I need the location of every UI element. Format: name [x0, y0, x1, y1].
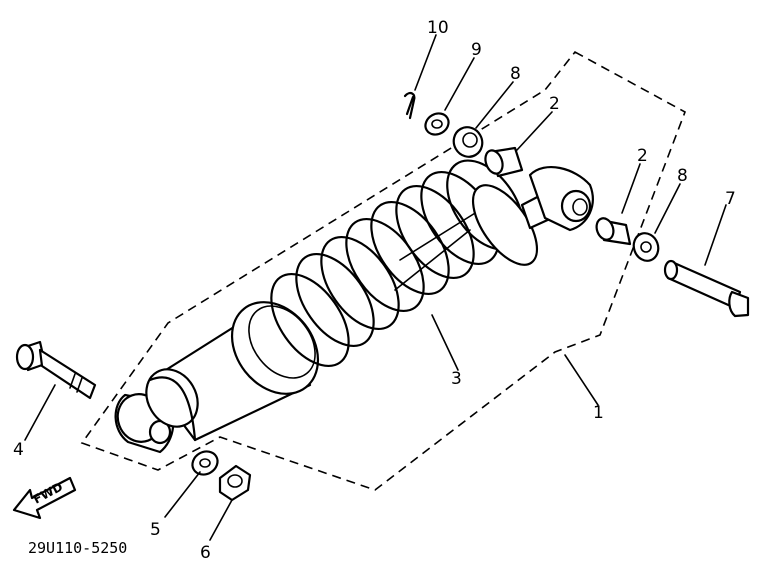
part-code: 29U110-5250 — [28, 539, 127, 557]
callout-9: 9 — [471, 40, 482, 60]
callout-labels: 10 9 8 2 2 8 7 3 1 4 5 6 — [13, 18, 736, 563]
forward-arrow-icon: FWD — [12, 476, 77, 520]
callout-2-right: 2 — [637, 146, 648, 166]
callout-7: 7 — [725, 189, 736, 209]
washer-5 — [191, 450, 219, 476]
bushing-8-right — [632, 232, 660, 262]
callout-1: 1 — [593, 403, 604, 423]
assembly-boundary — [80, 50, 686, 491]
callout-8-right: 8 — [677, 166, 688, 186]
bushing-8-upper — [452, 126, 484, 158]
callout-3: 3 — [451, 369, 462, 389]
washer-9 — [424, 112, 450, 136]
forward-label: FWD — [31, 480, 65, 507]
cotter-pin — [403, 91, 416, 120]
callout-10: 10 — [427, 18, 449, 38]
leader-lines — [24, 34, 727, 541]
bolt-7 — [663, 259, 750, 318]
callout-4: 4 — [13, 440, 24, 460]
collar-2-right — [595, 217, 632, 246]
callout-5: 5 — [150, 520, 161, 540]
callout-6: 6 — [200, 543, 211, 563]
callout-8-upper: 8 — [510, 64, 521, 84]
bolt-4 — [15, 340, 97, 400]
nut-6 — [218, 464, 252, 502]
shock-absorber — [114, 159, 594, 454]
collar-2-left — [484, 146, 524, 178]
callout-2-left: 2 — [549, 94, 560, 114]
